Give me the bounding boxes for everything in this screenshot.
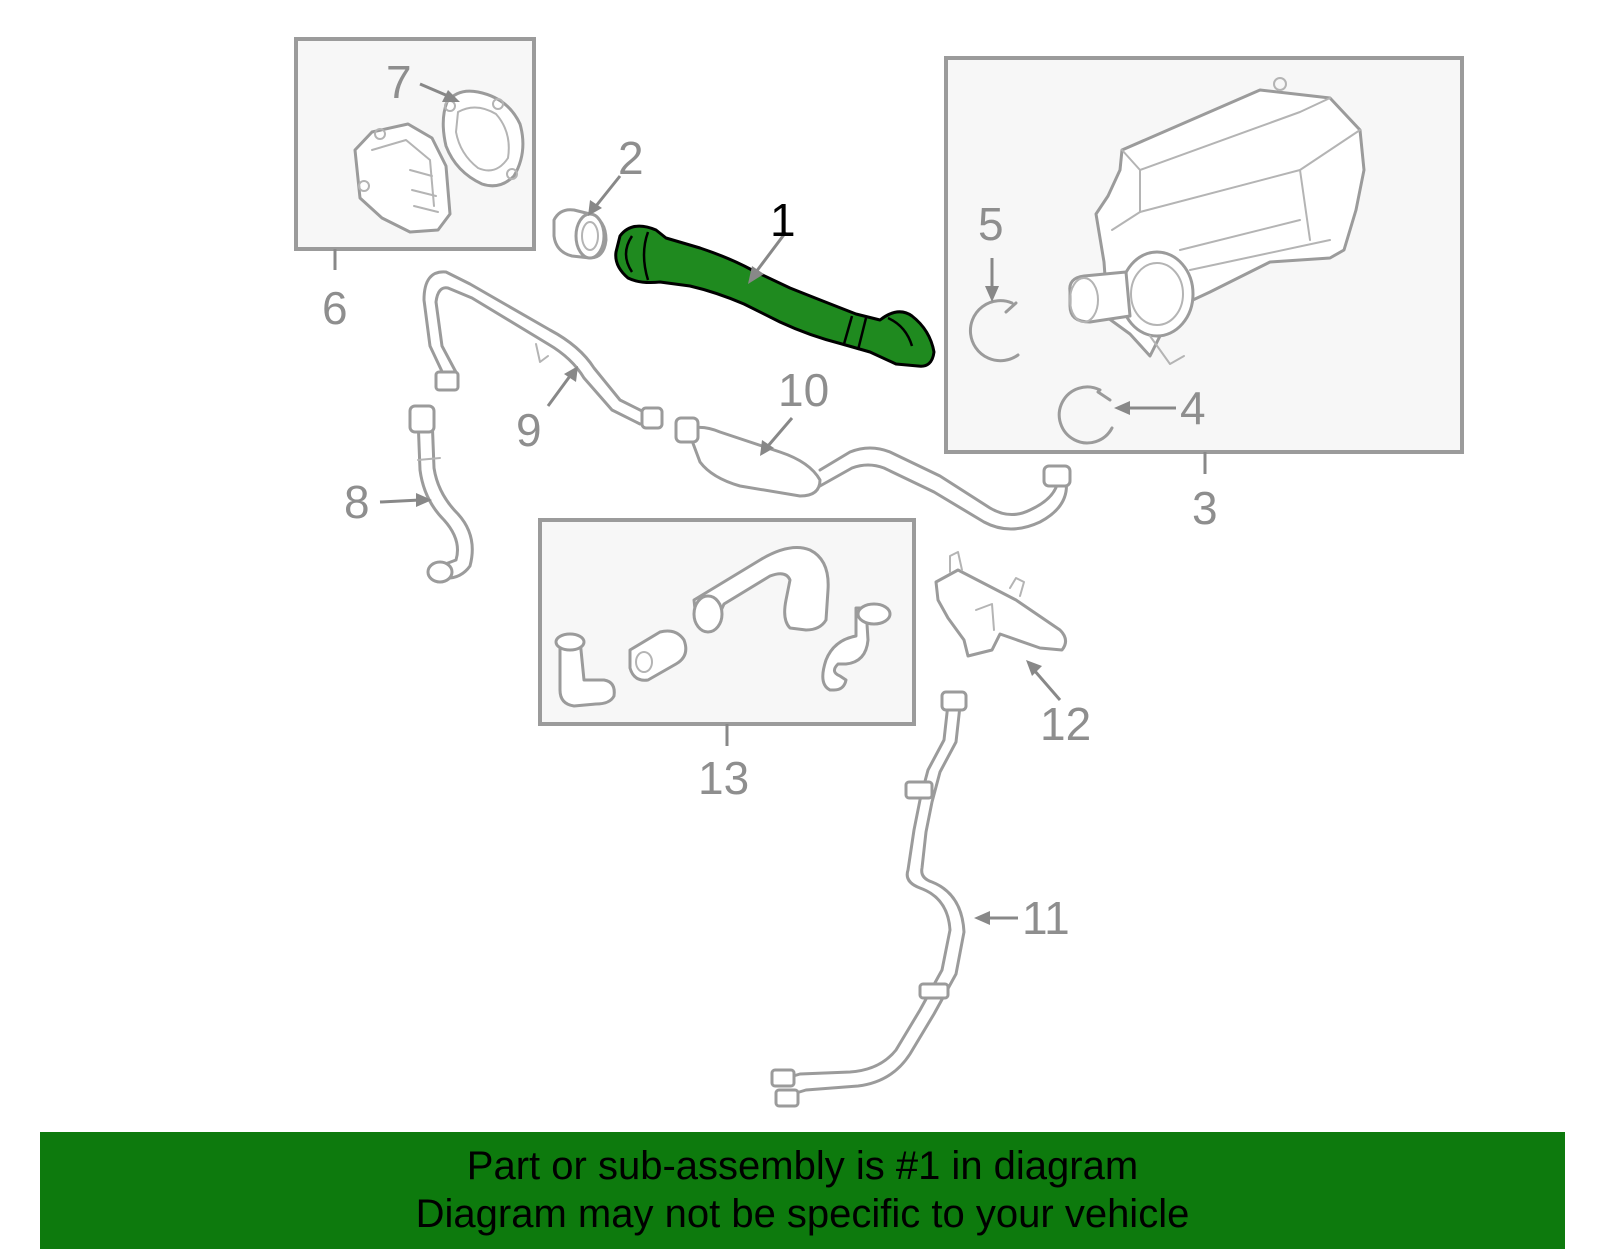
leader-lines (333, 82, 1207, 925)
tube-9 (422, 270, 664, 430)
banner-line-2: Diagram may not be specific to your vehi… (415, 1192, 1190, 1236)
valve-12 (934, 551, 1067, 658)
callout-1: 1 (770, 194, 796, 246)
banner-line-1: Part or sub-assembly is #1 in diagram (466, 1144, 1139, 1188)
callout-12: 12 (1040, 698, 1091, 750)
callout-9: 9 (516, 404, 542, 456)
callout-8: 8 (344, 476, 370, 528)
group-box-3 (944, 56, 1464, 454)
pipe-11 (770, 690, 968, 1108)
callout-5: 5 (978, 198, 1004, 250)
hose-1-highlighted (614, 224, 936, 368)
hose-8 (408, 404, 474, 584)
clamp-5 (968, 299, 1020, 363)
group-box-6 (294, 37, 536, 251)
callout-13: 13 (698, 752, 749, 804)
info-banner: Part or sub-assembly is #1 in diagram Di… (40, 1132, 1565, 1249)
coupler-2 (552, 208, 608, 260)
group-box-13 (538, 518, 916, 726)
hose-10 (674, 416, 1072, 531)
callout-10: 10 (778, 364, 829, 416)
callout-7: 7 (386, 56, 412, 108)
clamp-4 (1057, 385, 1114, 445)
callout-3: 3 (1192, 482, 1218, 534)
callout-6: 6 (322, 282, 348, 334)
callout-4: 4 (1180, 382, 1206, 434)
callout-2: 2 (618, 132, 644, 184)
callout-11: 11 (1022, 892, 1070, 944)
